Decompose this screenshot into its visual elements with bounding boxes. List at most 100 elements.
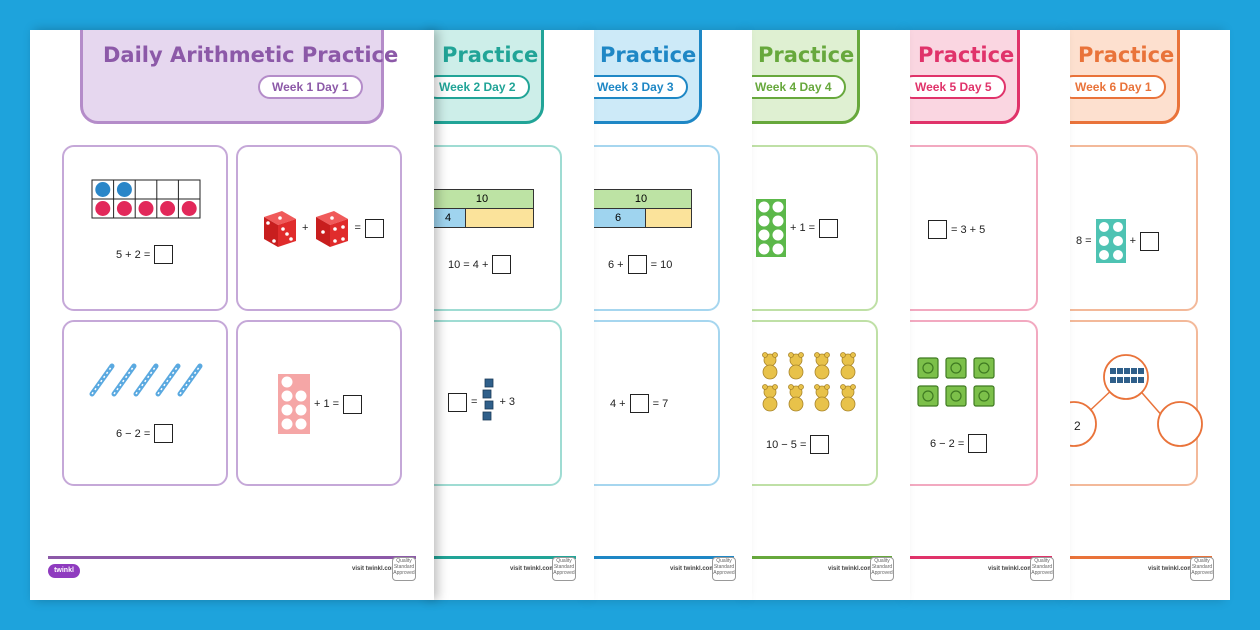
footer-site: visit twinkl.com [510, 566, 555, 572]
ten-frame-icon [1095, 219, 1126, 263]
bar-whole: 10 [432, 189, 534, 209]
answer-box[interactable] [627, 255, 647, 274]
bar-part: 6 [592, 209, 646, 228]
quality-badge: Quality Standard Approved [1190, 557, 1214, 581]
question-card: + = [236, 145, 402, 311]
answer-box[interactable] [492, 255, 512, 274]
title-tab: Practice Week 5 Day 5 [910, 30, 1020, 124]
answer-box[interactable] [154, 424, 174, 443]
title-tab: Practice Week 6 Day 1 [1070, 30, 1180, 124]
sheet-title: Practice [1078, 43, 1175, 67]
quality-badge: Quality Standard Approved [552, 557, 576, 581]
cubes-tower-icon [483, 378, 494, 421]
answer-box[interactable] [364, 218, 384, 238]
cubes-icon [917, 357, 995, 407]
footer-divider [750, 556, 892, 559]
equation: 4 + = 7 [610, 394, 668, 413]
bar-model: 10 6 [592, 189, 692, 228]
sheet-title: Daily Arithmetic Practice [103, 43, 399, 67]
equation: + = [260, 207, 384, 249]
worksheet-week5: Practice Week 5 Day 5 = 3 + 5 6 − [910, 30, 1070, 600]
question-card: 10 6 6 + = 10 [592, 145, 720, 311]
question-card: + 1 = [236, 320, 402, 486]
teddy-bears-icon [762, 352, 856, 412]
title-tab: Practice Week 4 Day 4 [750, 30, 860, 124]
twinkl-logo: twinkl [48, 564, 80, 578]
answer-box[interactable] [154, 245, 174, 264]
answer-box[interactable] [629, 394, 649, 413]
answer-box[interactable] [819, 218, 839, 238]
day-badge: Week 6 Day 1 [1070, 75, 1166, 99]
equation: = 3 + 5 [928, 220, 985, 239]
day-badge: Week 4 Day 4 [750, 75, 846, 99]
bar-unknown-part [466, 209, 534, 228]
worksheet-week2: Practice Week 2 Day 2 10 4 10 = 4 + = [432, 30, 594, 600]
title-tab: Daily Arithmetic Practice Week 1 Day 1 [80, 30, 398, 124]
quality-badge: Quality Standard Approved [392, 557, 416, 581]
equation: + 1 = [278, 374, 363, 434]
question-card: 10 4 10 = 4 + [432, 145, 562, 311]
question-card: = 3 + 5 [910, 145, 1038, 311]
dice-icon [264, 211, 296, 247]
quality-badge: Quality Standard Approved [1030, 557, 1054, 581]
answer-box[interactable] [810, 435, 830, 454]
answer-box[interactable] [343, 394, 363, 414]
answer-box[interactable] [928, 220, 947, 239]
sheet-title: Practice [758, 43, 855, 67]
dice-icon [316, 211, 349, 247]
question-card: 8 = + [1070, 145, 1198, 311]
equation: 6 − 2 = [116, 424, 174, 443]
part-whole-model-icon [1070, 354, 1203, 447]
question-card: 2 [1070, 320, 1203, 486]
straws-icon [89, 363, 203, 397]
question-card: 6 − 2 = [62, 320, 228, 486]
equation: = + 3 [448, 377, 515, 427]
footer-divider [48, 556, 416, 559]
footer-divider [910, 556, 1052, 559]
footer-site: visit twinkl.com [828, 566, 873, 572]
footer-site: visit twinkl.com [670, 566, 715, 572]
bar-part: 4 [432, 209, 466, 228]
day-badge: Week 5 Day 5 [910, 75, 1006, 99]
equation: 8 = + [1076, 219, 1160, 263]
worksheet-week1: Daily Arithmetic Practice Week 1 Day 1 5… [30, 30, 434, 600]
answer-box[interactable] [1140, 231, 1160, 251]
ten-frame-icon [91, 179, 201, 219]
worksheet-week4: Practice Week 4 Day 4 + 1 = [750, 30, 910, 600]
equation: 6 − 2 = [930, 434, 988, 453]
question-card: = + 3 [432, 320, 562, 486]
ten-frame-icon [278, 374, 310, 434]
question-card: 5 + 2 = [62, 145, 228, 311]
footer-site: visit twinkl.com [1148, 566, 1193, 572]
equation: 10 = 4 + [448, 255, 512, 274]
footer-divider [1070, 556, 1212, 559]
bar-unknown-part [646, 209, 692, 228]
equation: 6 + = 10 [608, 255, 672, 274]
equation: 5 + 2 = [116, 245, 174, 264]
worksheet-week3: Practice Week 3 Day 3 10 6 6 + = 10 4 + … [592, 30, 752, 600]
answer-box[interactable] [968, 434, 988, 453]
equation: 10 − 5 = [766, 435, 830, 454]
day-badge: Week 3 Day 3 [592, 75, 688, 99]
quality-badge: Quality Standard Approved [870, 557, 894, 581]
question-card: 4 + = 7 [592, 320, 720, 486]
part-value: 2 [1074, 419, 1081, 433]
footer-divider [432, 556, 576, 559]
question-card: + 1 = [750, 145, 878, 311]
bar-whole: 10 [592, 189, 692, 209]
answer-box[interactable] [448, 392, 467, 412]
quality-badge: Quality Standard Approved [712, 557, 736, 581]
question-card: 10 − 5 = [750, 320, 878, 486]
title-tab: Practice Week 2 Day 2 [432, 30, 544, 124]
footer-divider [592, 556, 734, 559]
worksheet-week6: Practice Week 6 Day 1 8 = + [1070, 30, 1230, 600]
sheet-title: Practice [600, 43, 697, 67]
ten-frame-icon [756, 199, 786, 257]
bar-model: 10 4 [432, 189, 534, 228]
day-badge: Week 1 Day 1 [258, 75, 363, 99]
question-card: 6 − 2 = [910, 320, 1038, 486]
sheet-title: Practice [918, 43, 1015, 67]
title-tab: Practice Week 3 Day 3 [592, 30, 702, 124]
equation: + 1 = [756, 199, 839, 257]
